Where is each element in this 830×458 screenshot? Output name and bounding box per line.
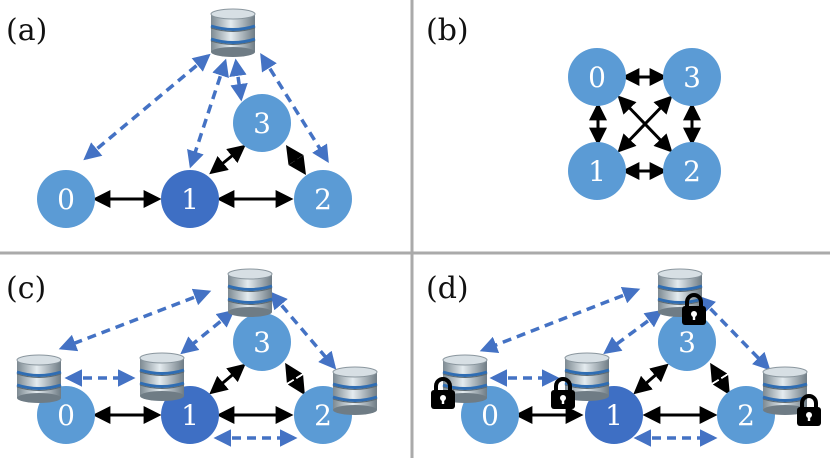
- database-icon: [138, 352, 186, 402]
- node-0-label: 0: [481, 399, 499, 432]
- node-0-label: 0: [588, 61, 606, 94]
- arrow-3-1: [617, 95, 673, 153]
- node-2-label: 2: [737, 399, 755, 432]
- node-2: [717, 386, 775, 444]
- arrow-1-3: [209, 363, 246, 395]
- node-1-label: 1: [181, 183, 199, 216]
- node-0: [37, 170, 95, 228]
- panel-c: (c) 0 1 2 3: [6, 268, 379, 447]
- dashed-arrow-db-3: [229, 58, 248, 102]
- arrow-3-2: [710, 362, 730, 396]
- panel-a-label: (a): [6, 13, 47, 48]
- panel-b-label: (b): [426, 13, 469, 48]
- node-3: [663, 48, 721, 106]
- node-1: [568, 142, 626, 200]
- node-3-label: 3: [683, 61, 701, 94]
- dashed-arrow-db1-db0: [58, 288, 212, 352]
- node-3-label: 3: [678, 326, 696, 359]
- node-1-label: 1: [588, 155, 606, 188]
- arrow-3-2: [285, 362, 305, 396]
- database-icon: [209, 8, 257, 58]
- arrow-1-3: [633, 363, 669, 395]
- database-icon: [331, 366, 379, 416]
- database-icon: [226, 268, 274, 318]
- node-3-label: 3: [253, 326, 271, 359]
- node-2-label: 2: [314, 183, 332, 216]
- node-0-label: 0: [57, 399, 75, 432]
- node-1: [585, 386, 643, 444]
- node-2-label: 2: [683, 155, 701, 188]
- panel-c-label: (c): [6, 271, 46, 306]
- dashed-arrow-db3-db1: [180, 309, 235, 355]
- database-icon: [15, 354, 63, 404]
- arrow-3-2: [286, 145, 306, 175]
- lock-icon: [549, 377, 577, 410]
- panel-d: (d) 0 1 2 3: [426, 268, 823, 447]
- arrow-1-3: [209, 144, 246, 175]
- lock-icon: [795, 394, 823, 427]
- panel-a: (a) 0 1 2 3: [6, 8, 352, 228]
- node-3: [658, 313, 716, 371]
- node-1-label: 1: [605, 399, 623, 432]
- panel-d-label: (d): [426, 271, 469, 306]
- dashed-arrow-db-1: [187, 58, 229, 169]
- node-1: [161, 170, 219, 228]
- dashed-arrow-db3-db2: [269, 291, 337, 370]
- node-1-label: 1: [181, 399, 199, 432]
- node-2: [663, 142, 721, 200]
- node-3: [233, 313, 291, 371]
- node-3-label: 3: [253, 107, 271, 140]
- node-1: [161, 386, 219, 444]
- dashed-arrow-db3-db2: [697, 295, 771, 371]
- node-0: [568, 48, 626, 106]
- dashed-arrow-db1-db0: [479, 286, 641, 354]
- dashed-arrow-db-0: [83, 53, 211, 161]
- panel-b: (b) 0 3 1 2: [426, 13, 721, 200]
- node-2-label: 2: [314, 399, 332, 432]
- dashed-arrow-db3-db1: [603, 309, 663, 355]
- node-2: [294, 170, 352, 228]
- node-3: [233, 94, 291, 152]
- node-0-label: 0: [57, 183, 75, 216]
- dashed-arrow-db-2: [260, 53, 329, 163]
